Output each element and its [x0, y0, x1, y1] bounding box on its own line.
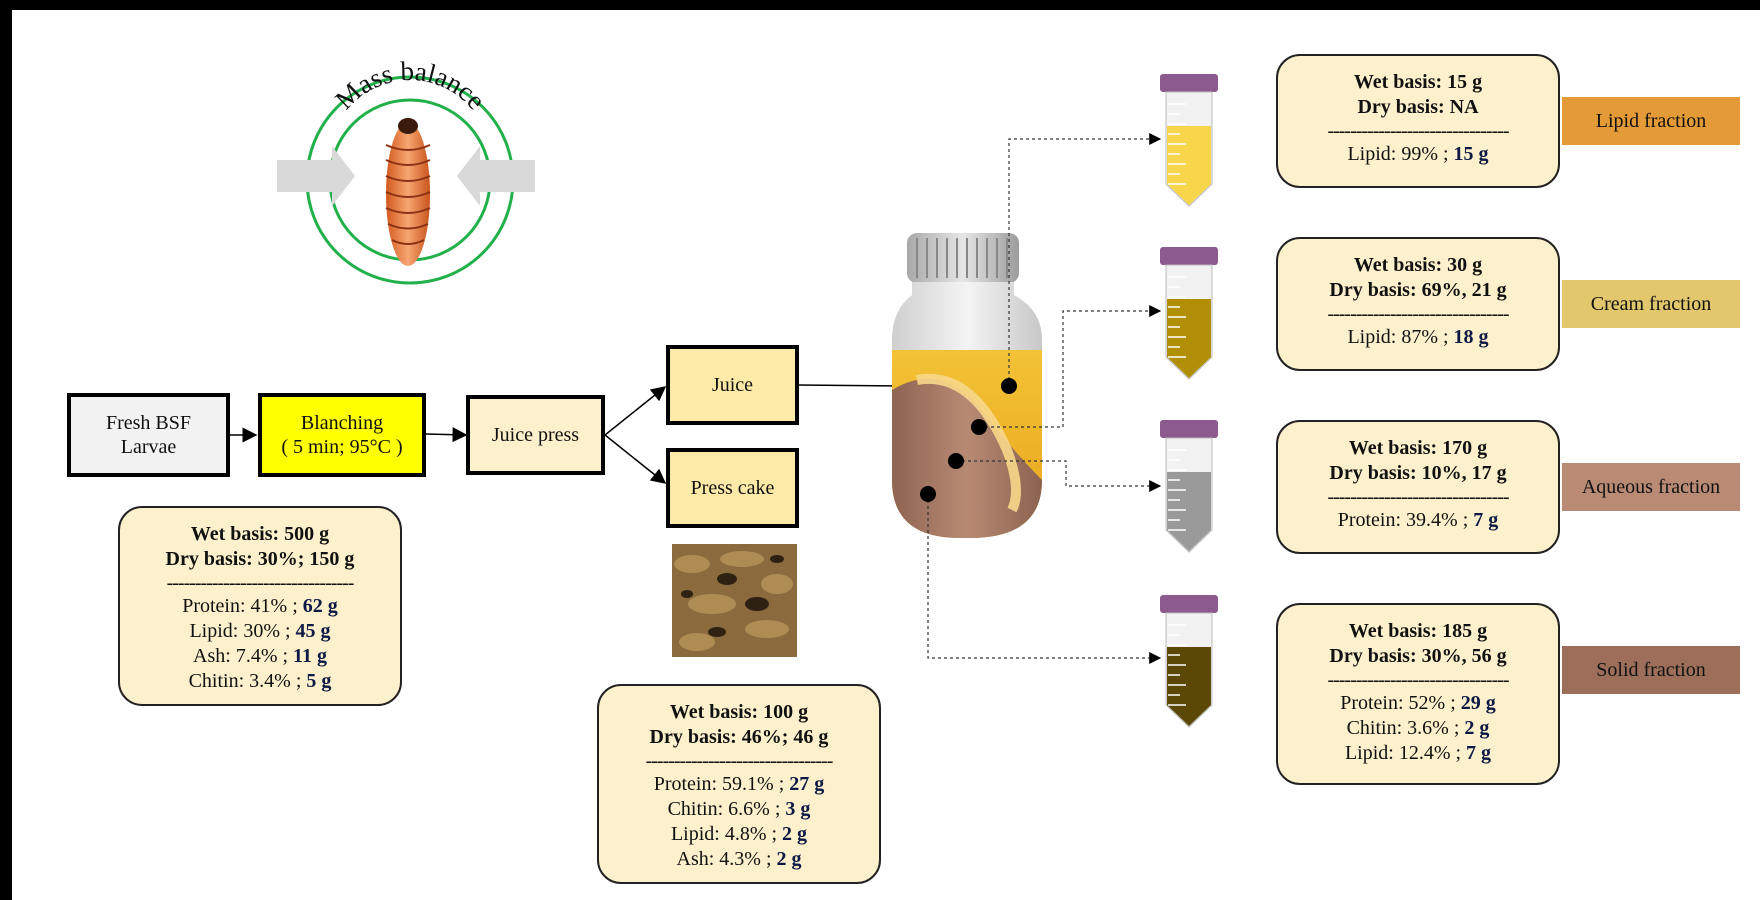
- blanching-box: Blanching ( 5 min; 95°C ): [258, 393, 426, 477]
- component-label: Protein: 52% ;: [1340, 692, 1461, 714]
- sample-tube-icon: [1160, 247, 1218, 380]
- component-label: Protein: 39.4% ;: [1337, 509, 1474, 531]
- fraction-dry-basis: Dry basis: 10%, 17 g: [1329, 462, 1507, 484]
- juice-label: Juice: [711, 374, 754, 396]
- fraction-wet-basis: Wet basis: 15 g: [1353, 71, 1483, 93]
- component-label: Lipid: 99% ;: [1347, 143, 1454, 165]
- diagram-graphics: [230, 74, 1218, 728]
- fraction-wet-basis: Wet basis: 170 g: [1348, 437, 1488, 459]
- fraction-card: Wet basis: 15 g Dry basis: NA------------…: [1276, 54, 1560, 188]
- fraction-separator: --------------------------------: [1327, 486, 1509, 508]
- presscake-separator: ---------------------------------: [645, 750, 834, 772]
- component-label: Lipid: 87% ;: [1347, 326, 1454, 348]
- diagram-canvas: Mass balance Fresh BSF Larvae Blanching …: [12, 10, 1760, 900]
- larvae-separator: ---------------------------------: [166, 572, 355, 594]
- juice-press-label: Juice press: [491, 424, 580, 446]
- component-mass: 29 g: [1460, 692, 1496, 714]
- fraction-label: Lipid fraction: [1562, 97, 1740, 145]
- presscake-component-row: Ash: 4.3% ; 2 g: [599, 847, 879, 872]
- component-mass: 45 g: [295, 620, 331, 642]
- blanching-line-1: Blanching: [300, 412, 384, 434]
- fraction-sample-points: [920, 378, 1017, 502]
- larvae-component-row: Lipid: 30% ; 45 g: [120, 619, 400, 644]
- component-mass: 5 g: [306, 670, 332, 692]
- presscake-wet-basis: Wet basis: 100 g: [669, 701, 809, 723]
- component-label: Lipid: 30% ;: [189, 620, 296, 642]
- fresh-larvae-line-2: Larvae: [120, 436, 177, 458]
- fraction-component-row: Protein: 39.4% ; 7 g: [1278, 508, 1558, 533]
- presscake-component-row: Chitin: 6.6% ; 3 g: [599, 797, 879, 822]
- component-label: Protein: 59.1% ;: [653, 773, 790, 795]
- fraction-component-row: Protein: 52% ; 29 g: [1278, 691, 1558, 716]
- component-label: Ash: 7.4% ;: [193, 645, 294, 667]
- fraction-separator: --------------------------------: [1327, 303, 1509, 325]
- fresh-larvae-line-1: Fresh BSF: [105, 412, 192, 434]
- component-mass: 18 g: [1453, 326, 1489, 348]
- press-cake-composition-card: Wet basis: 100 g Dry basis: 46%; 46 g --…: [597, 684, 881, 884]
- component-label: Protein: 41% ;: [182, 595, 303, 617]
- mass-balance-logo: [277, 75, 535, 285]
- fraction-card: Wet basis: 170 g Dry basis: 10%, 17 g----…: [1276, 420, 1560, 554]
- fraction-card: Wet basis: 30 g Dry basis: 69%, 21 g-----…: [1276, 237, 1560, 371]
- fraction-component-row: Lipid: 99% ; 15 g: [1278, 142, 1558, 167]
- fraction-wet-basis: Wet basis: 185 g: [1348, 620, 1488, 642]
- fraction-component-row: Lipid: 12.4% ; 7 g: [1278, 741, 1558, 766]
- component-mass: 2 g: [1464, 717, 1490, 739]
- fraction-dry-basis: Dry basis: NA: [1357, 96, 1479, 118]
- fraction-dry-basis: Dry basis: 30%, 56 g: [1329, 645, 1507, 667]
- fraction-separator: --------------------------------: [1327, 120, 1509, 142]
- juice-press-box: Juice press: [466, 395, 605, 475]
- larvae-component-row: Protein: 41% ; 62 g: [120, 594, 400, 619]
- juice-box: Juice: [666, 345, 799, 425]
- presscake-component-row: Protein: 59.1% ; 27 g: [599, 772, 879, 797]
- component-label: Chitin: 3.4% ;: [188, 670, 307, 692]
- blanching-line-2: ( 5 min; 95°C ): [281, 436, 403, 458]
- component-mass: 27 g: [789, 773, 825, 795]
- process-arrows: [230, 378, 908, 484]
- component-mass: 7 g: [1466, 742, 1492, 764]
- component-mass: 2 g: [782, 823, 808, 845]
- component-label: Chitin: 6.6% ;: [667, 798, 786, 820]
- larvae-wet-basis: Wet basis: 500 g: [190, 523, 330, 545]
- fraction-leader-lines: [927, 133, 1162, 664]
- component-mass: 2 g: [776, 848, 802, 870]
- fraction-card: Wet basis: 185 g Dry basis: 30%, 56 g----…: [1276, 603, 1560, 785]
- inward-arrow-left-icon: [277, 146, 355, 206]
- separation-jar-icon: [892, 233, 1042, 538]
- sample-tube-icon: [1160, 595, 1218, 728]
- fraction-component-row: Chitin: 3.6% ; 2 g: [1278, 716, 1558, 741]
- component-label: Lipid: 4.8% ;: [670, 823, 783, 845]
- component-label: Ash: 4.3% ;: [676, 848, 777, 870]
- fraction-component-row: Lipid: 87% ; 18 g: [1278, 325, 1558, 350]
- press-cake-box: Press cake: [666, 448, 799, 528]
- component-mass: 11 g: [293, 645, 327, 667]
- sample-tube-icon: [1160, 420, 1218, 553]
- component-label: Chitin: 3.6% ;: [1346, 717, 1465, 739]
- larvae-component-row: Ash: 7.4% ; 11 g: [120, 644, 400, 669]
- fraction-label: Cream fraction: [1562, 280, 1740, 328]
- fraction-label: Solid fraction: [1562, 646, 1740, 694]
- component-label: Lipid: 12.4% ;: [1344, 742, 1467, 764]
- larva-icon: [385, 118, 431, 266]
- presscake-component-row: Lipid: 4.8% ; 2 g: [599, 822, 879, 847]
- fraction-label: Aqueous fraction: [1562, 463, 1740, 511]
- inward-arrow-right-icon: [457, 146, 535, 206]
- fraction-separator: --------------------------------: [1327, 669, 1509, 691]
- press-cake-label: Press cake: [690, 477, 775, 499]
- component-mass: 3 g: [785, 798, 811, 820]
- larvae-dry-basis: Dry basis: 30%; 150 g: [165, 548, 355, 570]
- fresh-larvae-box: Fresh BSF Larvae: [67, 393, 230, 477]
- larvae-composition-card: Wet basis: 500 g Dry basis: 30%; 150 g -…: [118, 506, 402, 706]
- sample-tube-icon: [1160, 74, 1218, 207]
- fraction-dry-basis: Dry basis: 69%, 21 g: [1329, 279, 1507, 301]
- component-mass: 15 g: [1453, 143, 1489, 165]
- presscake-dry-basis: Dry basis: 46%; 46 g: [649, 726, 829, 748]
- component-mass: 7 g: [1473, 509, 1499, 531]
- press-cake-photo: [672, 544, 797, 657]
- larvae-component-row: Chitin: 3.4% ; 5 g: [120, 669, 400, 694]
- fraction-wet-basis: Wet basis: 30 g: [1353, 254, 1483, 276]
- component-mass: 62 g: [302, 595, 338, 617]
